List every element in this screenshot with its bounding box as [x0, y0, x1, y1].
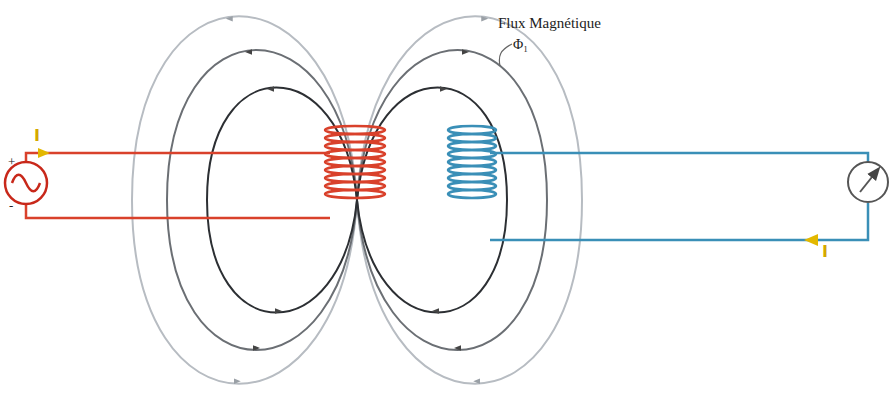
- flux-loop: [357, 50, 547, 350]
- primary-coil: [325, 126, 385, 198]
- flux-arrow: [436, 89, 444, 90]
- primary-circuit: [26, 153, 330, 218]
- flux-label: Φ₁: [513, 38, 528, 52]
- current-arrow: [38, 148, 50, 158]
- polarity-sign: -: [9, 199, 13, 212]
- ac-symbol: [12, 175, 40, 192]
- flux-arrow: [477, 18, 485, 19]
- current-arrow: [804, 234, 818, 246]
- flux-arrow: [436, 311, 444, 312]
- flux-arrow: [229, 18, 237, 19]
- coil-turn: [448, 190, 496, 198]
- flux-arrow: [229, 381, 237, 382]
- secondary-coil: [448, 126, 496, 198]
- flux-loop: [357, 88, 507, 313]
- flux-lines: [132, 16, 582, 384]
- flux-arrow: [271, 311, 279, 312]
- flux-loop: [132, 16, 357, 384]
- leader-line: [499, 44, 512, 66]
- flux-arrow: [249, 348, 257, 349]
- current-label: I: [34, 128, 40, 144]
- polarity-sign: +: [8, 155, 15, 168]
- flux-arrow: [271, 89, 279, 90]
- flux-loop: [167, 50, 357, 350]
- meter-needle: [860, 172, 876, 192]
- flux-loop: [357, 16, 582, 384]
- flux-arrow: [458, 348, 466, 349]
- flux-arrow: [249, 52, 257, 53]
- meter: [848, 162, 888, 202]
- current-label: I: [822, 244, 828, 260]
- coil-turn: [325, 190, 385, 198]
- flux-arrow: [458, 52, 466, 53]
- flux-loop: [207, 88, 357, 313]
- flux-label: Flux Magnétique: [498, 16, 601, 31]
- ac-source: [5, 162, 47, 204]
- secondary-circuit: [490, 153, 868, 240]
- flux-arrow: [477, 381, 485, 382]
